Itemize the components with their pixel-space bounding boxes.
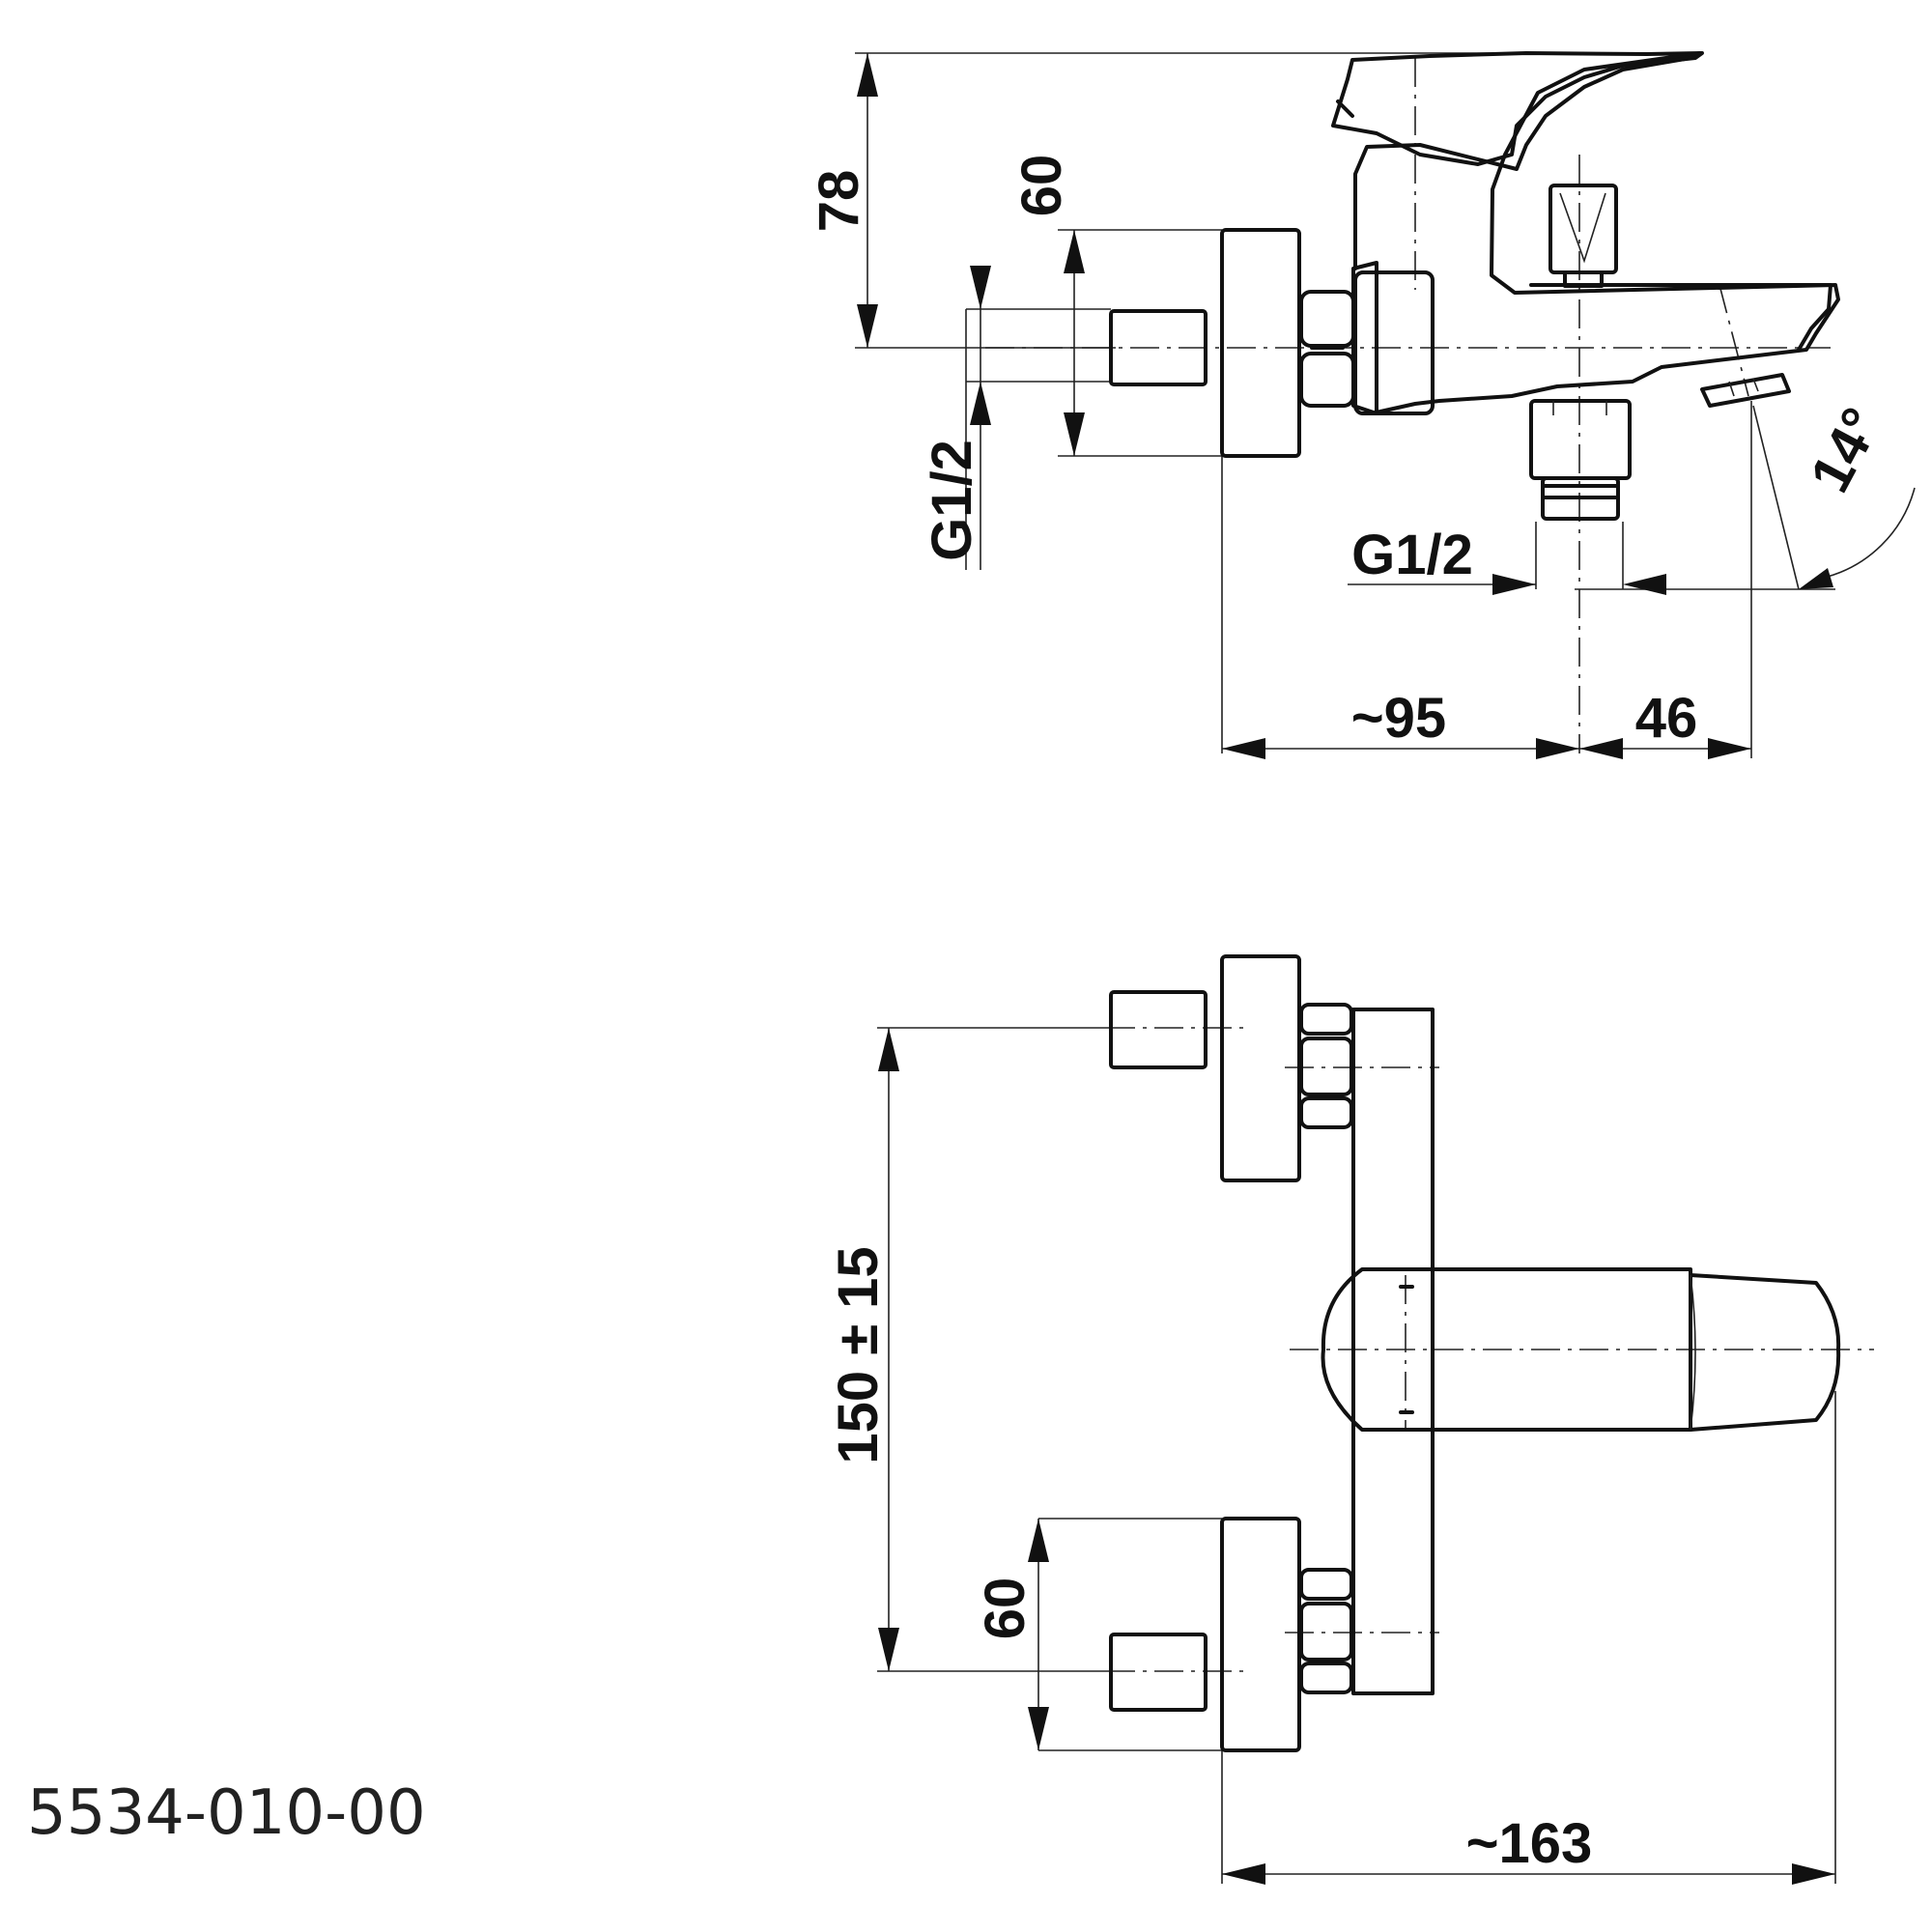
dim-inlet-g12-label: G1/2	[921, 440, 983, 561]
dim-14deg-label: 14°	[1798, 398, 1893, 502]
dim-outlet-g12-label: G1/2	[1351, 524, 1473, 586]
dim-95-label: ~95	[1351, 687, 1446, 750]
dim-150-label: 150 ± 15	[827, 1246, 890, 1463]
product-code: 5534-010-00	[27, 1777, 426, 1849]
dim-163-label: ~163	[1466, 1812, 1593, 1875]
side-view: 78 60 G1/2 G1/2 ~95 46 14°	[808, 51, 1916, 759]
dim-60-front-label: 60	[974, 1577, 1037, 1640]
dim-46-label: 46	[1635, 687, 1698, 750]
front-view: 150 ± 15 60 ~163	[827, 954, 1874, 1885]
dim-78-label: 78	[808, 170, 870, 233]
dim-60-side-label: 60	[1010, 155, 1073, 217]
